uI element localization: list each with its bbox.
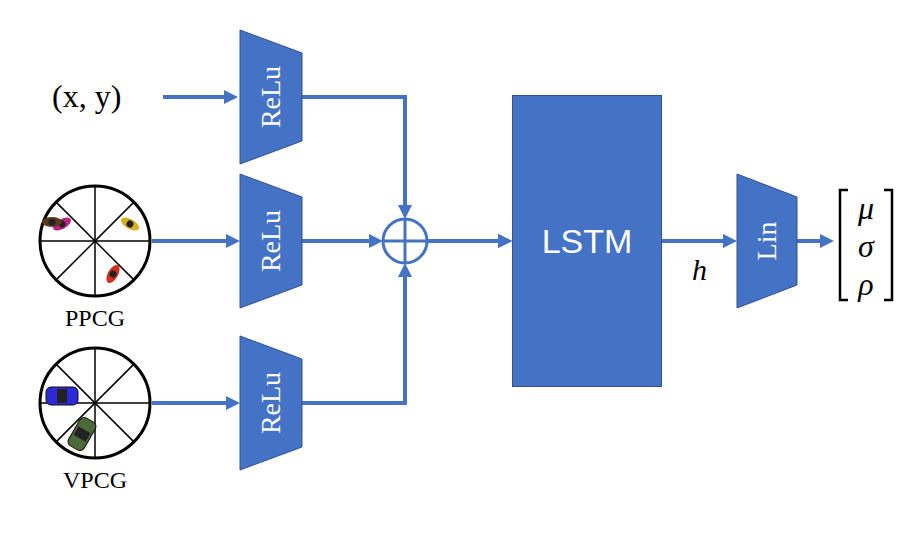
connector-arrow (302, 97, 512, 248)
sum-symbol (383, 219, 427, 263)
layer-block: Lin (737, 174, 797, 308)
output-symbol: σ (858, 230, 874, 262)
grid-label: VPCG (63, 468, 127, 492)
block-label: ReLu (257, 210, 285, 272)
connector-arrow (302, 234, 512, 403)
input-arrow (163, 90, 238, 104)
connector-arrow (152, 396, 240, 410)
pedestrian-grid-illustration (38, 184, 152, 298)
block-label: ReLu (257, 372, 285, 434)
vector-bracket (840, 190, 892, 300)
connector-arrow (152, 234, 240, 248)
block-label: Lin (753, 222, 781, 261)
polar-grid: VPCG (38, 346, 152, 460)
input-label: (x, y) (52, 80, 121, 112)
output-symbol: μ (858, 192, 874, 224)
block-label: LSTM (542, 224, 633, 258)
block-label: ReLu (257, 66, 285, 128)
layer-block: ReLu (240, 336, 302, 470)
connector-arrow (662, 234, 737, 248)
output-arrow (797, 234, 834, 248)
output-symbol: ρ (858, 268, 873, 300)
layer-block: ReLu (240, 30, 302, 164)
polar-grid: PPCG (38, 184, 152, 298)
edge-label: h (690, 255, 709, 285)
vehicle-grid-illustration (38, 346, 152, 460)
layer-block: ReLu (240, 174, 302, 308)
lstm-block: LSTM (512, 95, 662, 387)
grid-label: PPCG (65, 306, 125, 330)
